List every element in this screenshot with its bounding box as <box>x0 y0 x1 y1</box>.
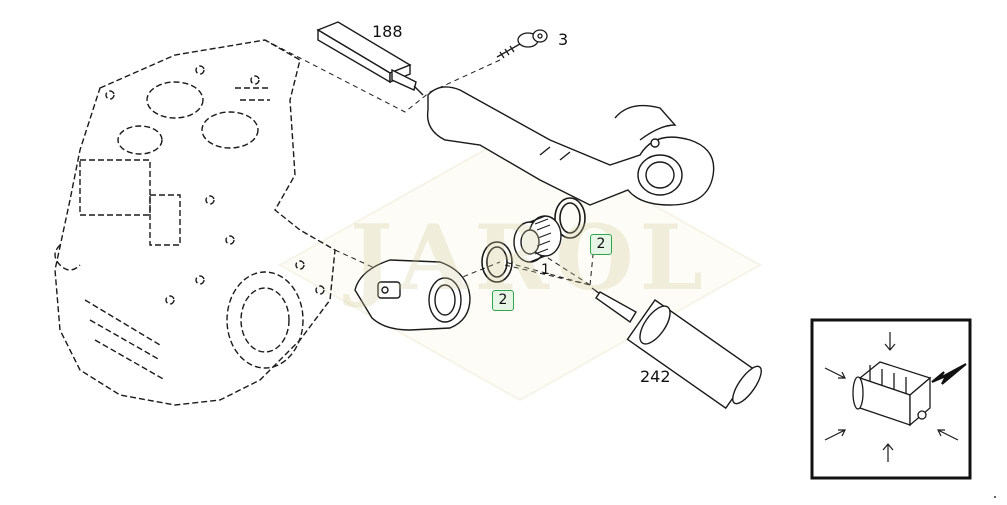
screw-3-icon[interactable] <box>496 29 548 59</box>
sleeve-icon[interactable] <box>513 215 562 263</box>
inset-detail-icon <box>810 318 972 480</box>
label-part-1: 1 <box>541 262 550 278</box>
seal-ring-icon[interactable] <box>481 197 586 283</box>
cartridge-242-icon[interactable] <box>591 287 766 410</box>
elbow-fitting-icon <box>354 259 471 331</box>
callout-part-2-upper[interactable]: 2 <box>590 234 612 255</box>
callout-part-2-lower[interactable]: 2 <box>492 290 514 311</box>
label-part-3: 3 <box>558 30 569 49</box>
label-part-188: 188 <box>372 22 403 41</box>
label-part-242: 242 <box>640 367 671 386</box>
tube-188-icon[interactable] <box>316 21 424 96</box>
engine-block-drawing <box>54 39 336 406</box>
pipe-assembly-icon <box>426 86 715 206</box>
